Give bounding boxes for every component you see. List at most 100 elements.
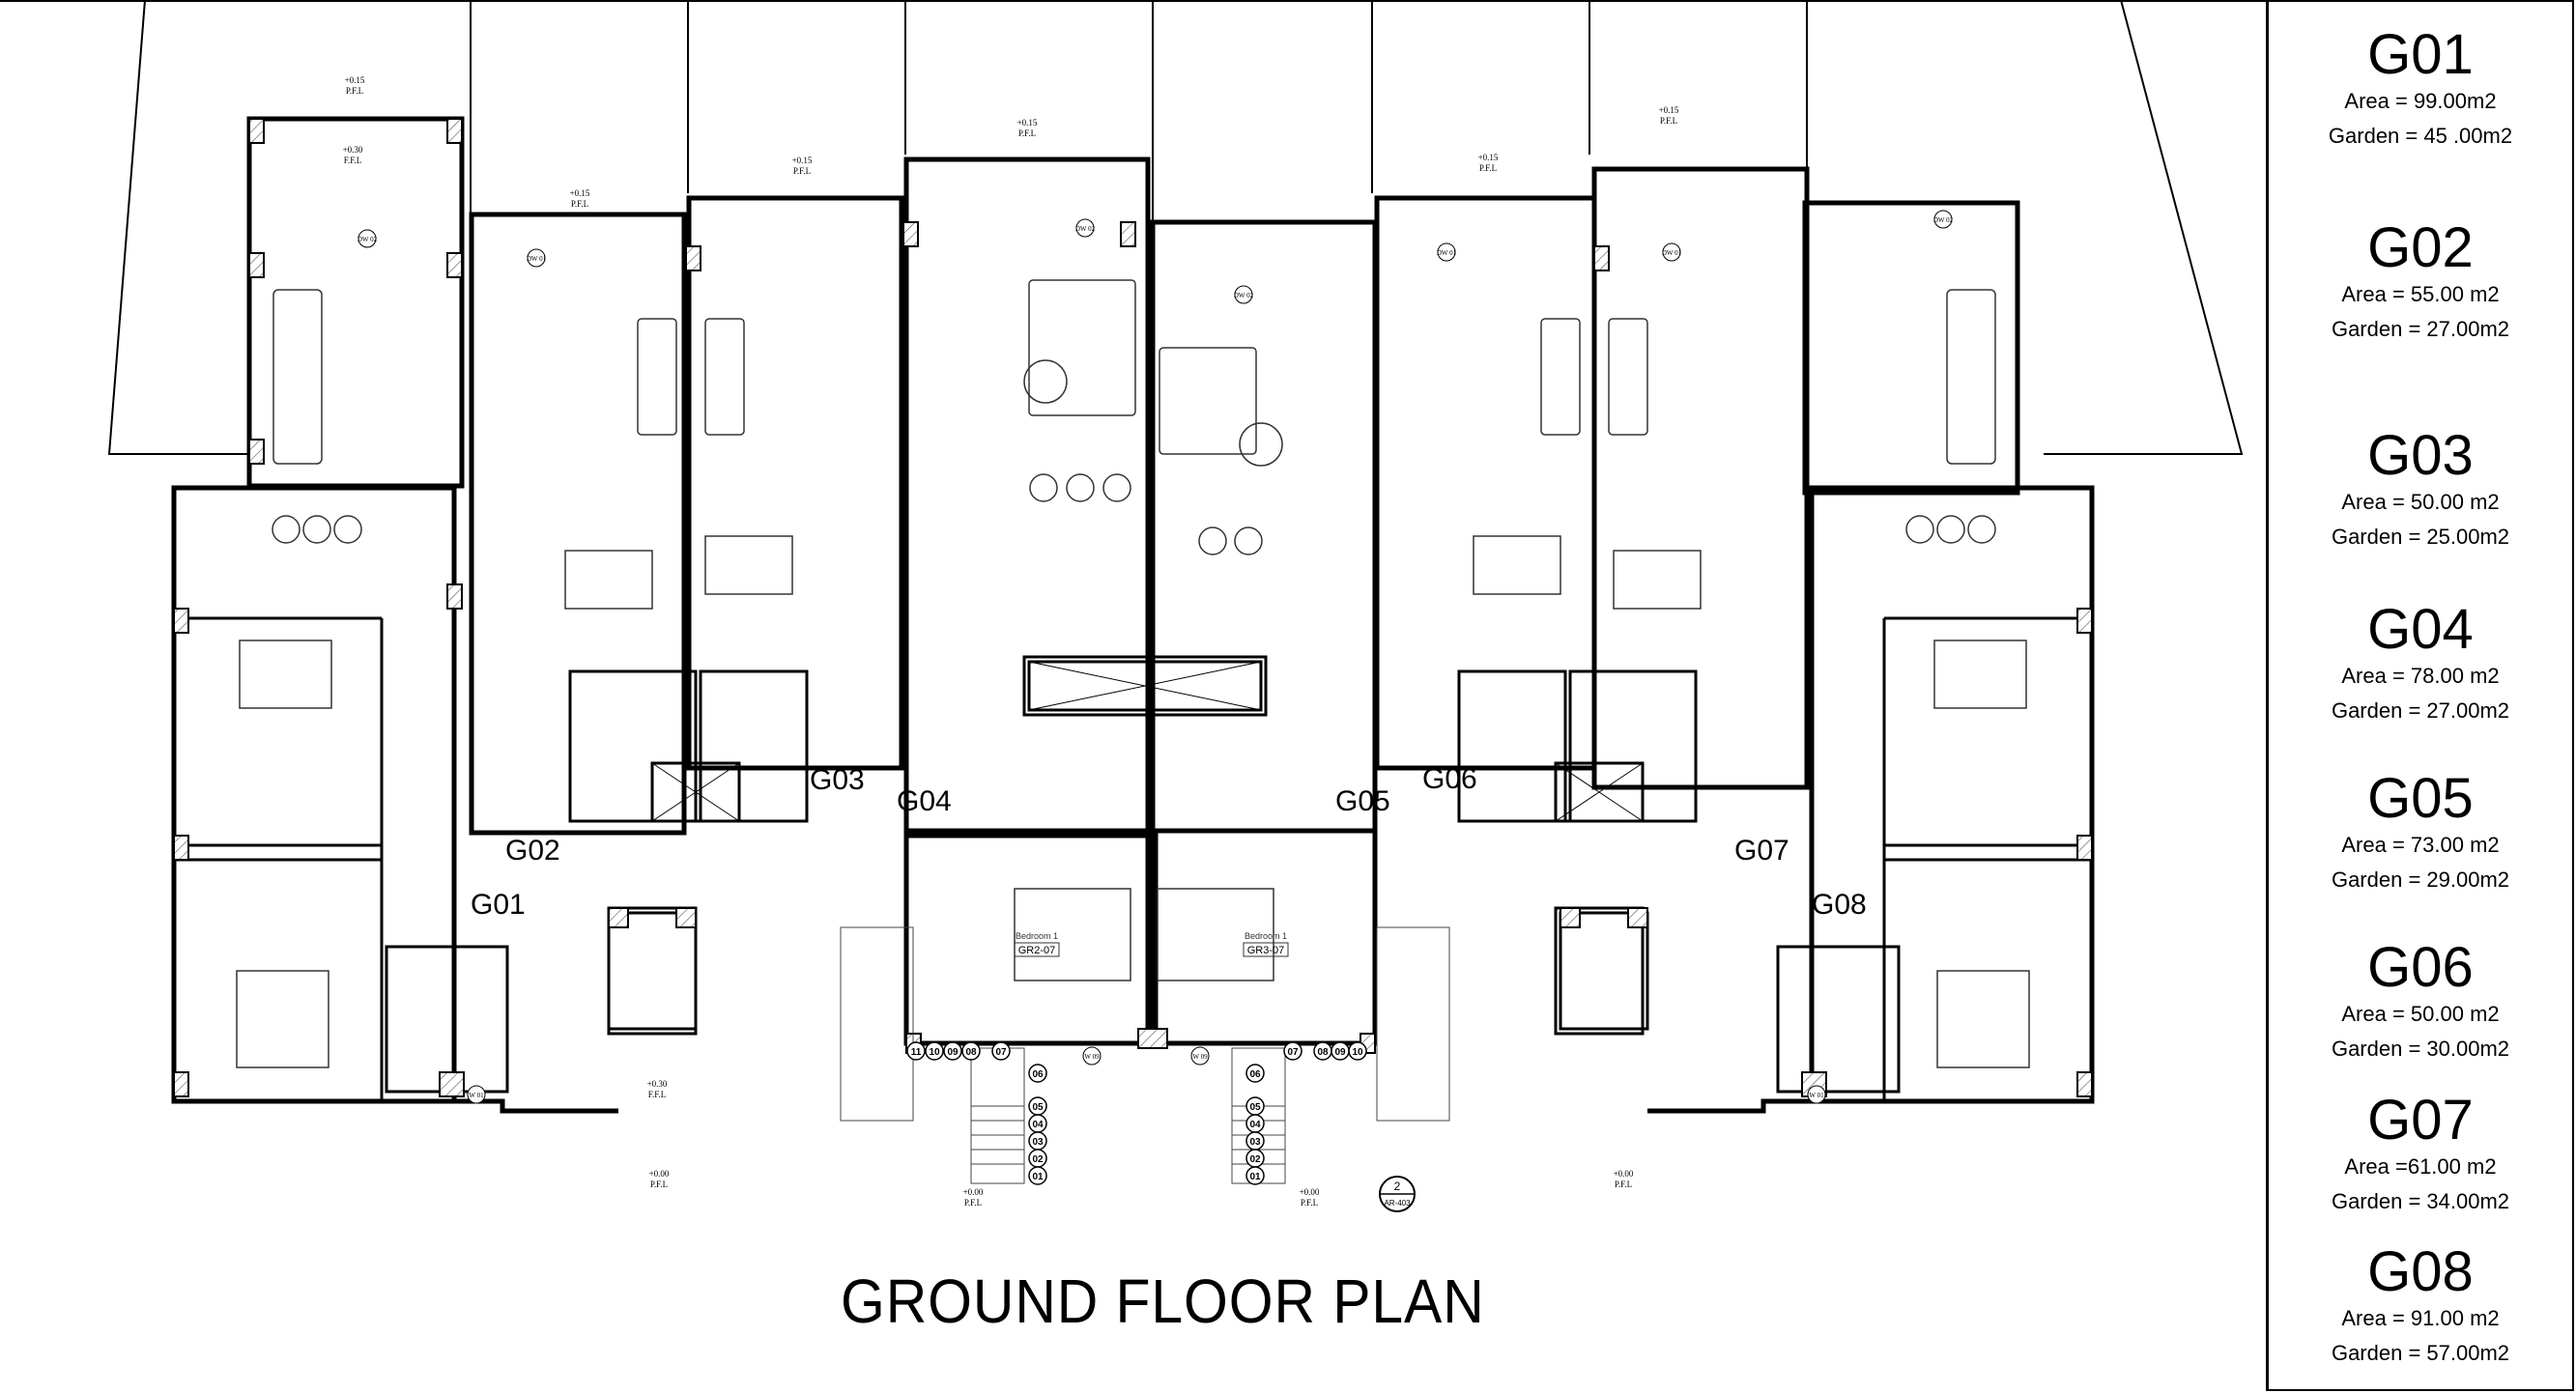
unit-area: Area = 99.00m2 [2344, 89, 2497, 113]
svg-text:+0.30: +0.30 [343, 145, 363, 155]
unit-label-g01: G01 [471, 889, 526, 921]
stair-step-label: 04 [1032, 1120, 1044, 1130]
svg-text:P.F.L: P.F.L [346, 86, 363, 96]
svg-text:P.F.L: P.F.L [1615, 1180, 1632, 1189]
svg-text:+0.15: +0.15 [570, 188, 590, 198]
section-sheet: AR-403 [1384, 1199, 1411, 1208]
unit-garden: Garden = 29.00m2 [2331, 867, 2510, 892]
legend-unit-g08: G08 Area = 91.00 m2 Garden = 57.00m2 [2269, 1243, 2572, 1371]
w01-tag: W 01 [1809, 1092, 1824, 1099]
room-code-right: GR3-07 [1247, 945, 1285, 956]
svg-text:P.F.L: P.F.L [1301, 1198, 1318, 1208]
unit-area: Area = 50.00 m2 [2341, 490, 2500, 514]
legend-unit-g01: G01 Area = 99.00m2 Garden = 45 .00m2 [2269, 26, 2572, 154]
stair-step-label: 07 [1287, 1047, 1299, 1058]
legend-unit-g05: G05 Area = 73.00 m2 Garden = 29.00m2 [2269, 770, 2572, 897]
stair-numbers-right: 07 08 09 10 06 05 04 03 02 01 [1245, 1041, 1367, 1185]
svg-text:P.F.L: P.F.L [1018, 128, 1036, 138]
stair-step-label: 06 [1249, 1069, 1261, 1080]
svg-text:P.F.L: P.F.L [964, 1198, 982, 1208]
svg-text:+0.30: +0.30 [647, 1079, 668, 1089]
unit-label-g03: G03 [810, 764, 865, 796]
unit-label-g07: G07 [1734, 835, 1789, 867]
stair-step-label: 07 [995, 1047, 1007, 1058]
unit-area: Area = 91.00 m2 [2341, 1306, 2500, 1330]
stair-step-label: 10 [1352, 1047, 1363, 1058]
dw02-tag: DW 02 [358, 236, 378, 243]
unit-area-legend: G01 Area = 99.00m2 Garden = 45 .00m2 G02… [2266, 0, 2574, 1391]
svg-text:+0.00: +0.00 [963, 1187, 984, 1197]
w09-tag: W 09 [1084, 1053, 1100, 1061]
unit-code: G05 [2367, 767, 2474, 830]
stair-step-label: 09 [1334, 1047, 1346, 1058]
room-tags: Bedroom 1 GR2-07 Bedroom 1 GR3-07 [1014, 931, 1289, 957]
stair-step-label: 02 [1032, 1154, 1044, 1165]
svg-text:P.F.L: P.F.L [793, 166, 811, 176]
unit-code: G07 [2367, 1089, 2474, 1151]
w01-tag: W 01 [469, 1092, 484, 1099]
svg-text:+0.00: +0.00 [649, 1169, 670, 1179]
stair-numbers-left: 11 10 09 08 07 06 05 04 03 02 01 [906, 1041, 1047, 1185]
svg-text:F.F.L: F.F.L [648, 1090, 667, 1099]
unit-garden: Garden = 34.00m2 [2331, 1189, 2510, 1213]
unit-garden: Garden = 57.00m2 [2331, 1341, 2510, 1365]
lift-shafts [607, 660, 1649, 1031]
stair-step-label: 01 [1249, 1172, 1261, 1182]
unit-area: Area =61.00 m2 [2344, 1154, 2497, 1179]
stair-step-label: 03 [1032, 1137, 1044, 1148]
furniture [236, 279, 2030, 1068]
dw01-tag: DW 01 [1662, 249, 1682, 257]
svg-text:F.F.L: F.F.L [344, 156, 362, 165]
svg-text:+0.15: +0.15 [1478, 153, 1499, 162]
svg-text:+0.15: +0.15 [1017, 118, 1038, 128]
unit-area: Area = 55.00 m2 [2341, 282, 2500, 306]
unit-code: G03 [2367, 424, 2474, 487]
legend-unit-g03: G03 Area = 50.00 m2 Garden = 25.00m2 [2269, 427, 2572, 554]
unit-label-g08: G08 [1812, 889, 1867, 921]
unit-garden: Garden = 27.00m2 [2331, 698, 2510, 723]
w09-tag: W 09 [1192, 1053, 1208, 1061]
bedroom-label: Bedroom 1 [1016, 931, 1058, 941]
stair-step-label: 05 [1032, 1102, 1044, 1113]
legend-unit-g07: G07 Area =61.00 m2 Garden = 34.00m2 [2269, 1092, 2572, 1219]
svg-text:+0.15: +0.15 [792, 156, 813, 165]
legend-unit-g04: G04 Area = 78.00 m2 Garden = 27.00m2 [2269, 601, 2572, 728]
svg-text:P.F.L: P.F.L [571, 199, 588, 209]
stair-step-label: 10 [929, 1047, 940, 1058]
building-outline [171, 116, 2095, 1114]
dw02-tag: DW 02 [1933, 216, 1954, 224]
svg-text:+0.00: +0.00 [1614, 1169, 1634, 1179]
stair-step-label: 04 [1249, 1120, 1261, 1130]
svg-text:P.F.L: P.F.L [1660, 116, 1677, 126]
unit-area: Area = 78.00 m2 [2341, 664, 2500, 688]
level-markers: +0.15P.F.L +0.30F.F.L +0.15P.F.L +0.15P.… [343, 75, 1679, 1208]
window-door-tags: DW 02 DW 01 DW 02 DW 02 DW 01 DW 01 DW 0… [358, 210, 1954, 1104]
site-boundary [107, 0, 2244, 455]
stair-step-label: 03 [1249, 1137, 1261, 1148]
unit-garden: Garden = 27.00m2 [2331, 317, 2510, 341]
stair-step-label: 02 [1249, 1154, 1261, 1165]
dw01-tag: DW 01 [1437, 249, 1457, 257]
drawing-title: GROUND FLOOR PLAN [841, 1266, 1485, 1336]
unit-code: G04 [2367, 598, 2474, 661]
interior-walls [174, 616, 2092, 1101]
structural-columns [173, 118, 2093, 1097]
stair-step-label: 08 [965, 1047, 977, 1058]
dw01-tag: DW 01 [527, 255, 547, 263]
stair-step-label: 05 [1249, 1102, 1261, 1113]
svg-text:P.F.L: P.F.L [650, 1180, 668, 1189]
unit-area: Area = 50.00 m2 [2341, 1002, 2500, 1026]
unit-code: G01 [2367, 23, 2474, 86]
legend-unit-g06: G06 Area = 50.00 m2 Garden = 30.00m2 [2269, 939, 2572, 1066]
dw02-tag: DW 02 [1234, 292, 1254, 299]
bedroom-label: Bedroom 1 [1245, 931, 1287, 941]
svg-text:+0.15: +0.15 [345, 75, 365, 85]
room-code-left: GR2-07 [1018, 945, 1056, 956]
unit-label-g06: G06 [1422, 763, 1477, 795]
unit-area: Area = 73.00 m2 [2341, 833, 2500, 857]
svg-text:+0.00: +0.00 [1300, 1187, 1320, 1197]
section-number: 2 [1394, 1180, 1401, 1193]
stair-step-label: 01 [1032, 1172, 1044, 1182]
unit-code: G02 [2367, 216, 2474, 279]
unit-garden: Garden = 45 .00m2 [2328, 124, 2513, 148]
